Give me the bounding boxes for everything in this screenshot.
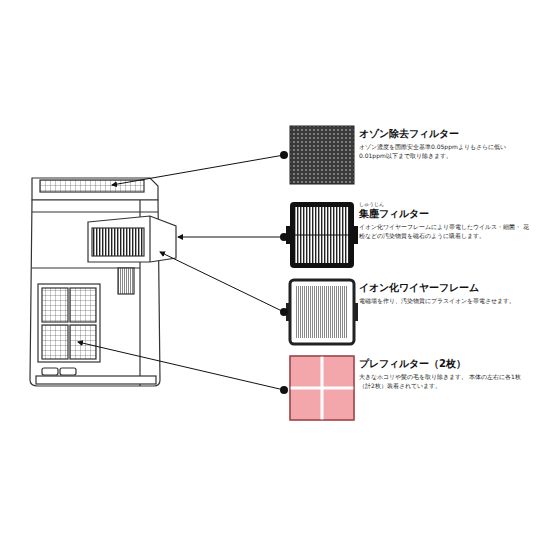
filter-description: 大きなホコリや髪の毛を取り除きます。 本体の左右に各1枚（計2枚）装着されていま… (359, 373, 531, 390)
filter-title: プレフィルター（2枚） (359, 358, 534, 370)
filter-description: 電磁場を作り、汚染物質にプラスイオンを帯電させます。 (359, 297, 531, 306)
filter-title: オゾン除去フィルター (359, 128, 534, 140)
filter-description: オゾン濃度を国際安全基準0.05ppmよりもさらに低い 0.01ppm以下まで取… (359, 143, 529, 160)
filter-description: イオン化ワイヤーフレームにより帯電したウイルス・細菌・ 花粉などの汚染物質を磁石… (359, 223, 531, 240)
furigana: しゅうじん (359, 201, 399, 207)
filter-title: イオン化ワイヤーフレーム (359, 282, 536, 294)
filter-title: 集塵フィルター (359, 208, 534, 220)
